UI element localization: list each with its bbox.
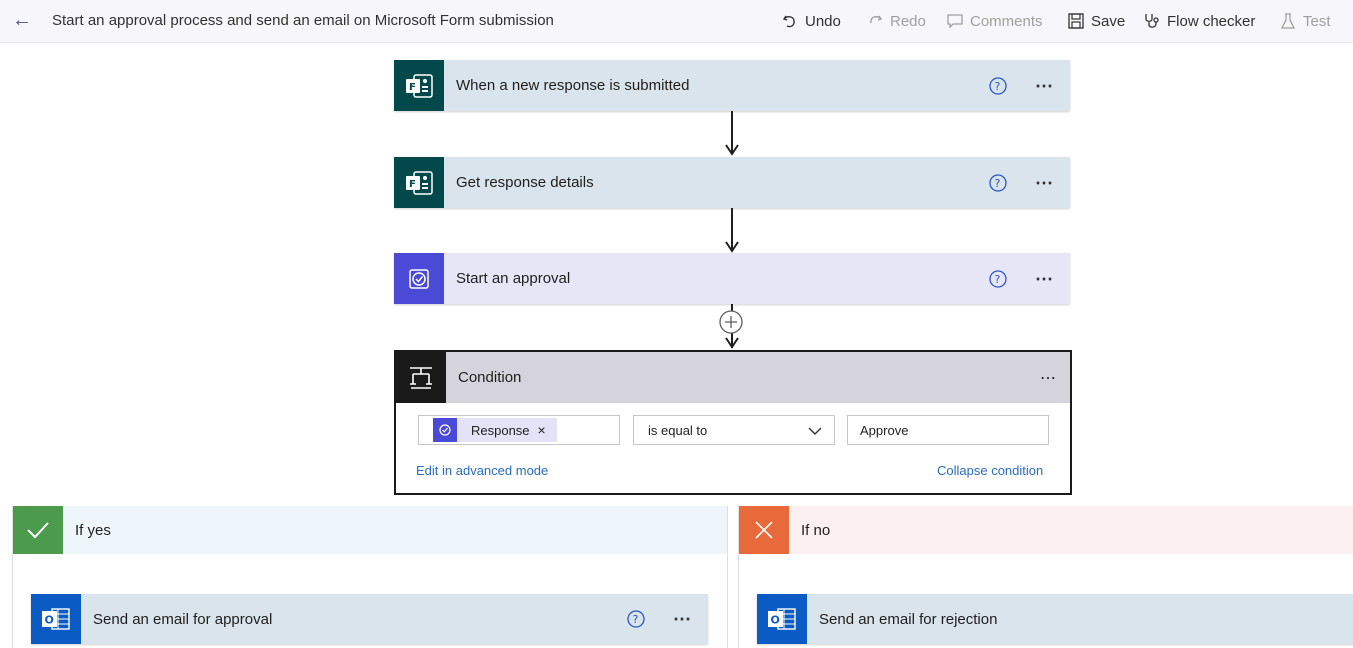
comments-label: Comments — [970, 12, 1043, 30]
save-icon — [1068, 13, 1084, 29]
svg-text:F: F — [409, 179, 416, 190]
collapse-condition-link[interactable]: Collapse condition — [937, 463, 1044, 478]
condition-icon — [396, 352, 446, 403]
flow-checker-button[interactable]: Flow checker — [1143, 11, 1255, 31]
back-arrow-icon[interactable]: ← — [12, 9, 32, 31]
connector-line — [731, 208, 733, 250]
send-rejection-email-card[interactable]: O Send an email for rejection — [757, 594, 1353, 644]
operator-value: is equal to — [648, 423, 708, 438]
help-icon[interactable]: ? — [989, 269, 1007, 288]
token-label: Response — [471, 422, 530, 438]
response-token[interactable]: Response × — [433, 418, 557, 442]
checkmark-icon — [13, 506, 63, 554]
edit-advanced-mode-link[interactable]: Edit in advanced mode — [416, 463, 549, 478]
condition-title: Condition — [458, 369, 522, 386]
beaker-icon — [1280, 13, 1296, 29]
outlook-icon: O — [31, 594, 81, 644]
if-yes-branch: If yes O Send an email for approval ? ⋯ — [12, 506, 728, 648]
more-options-icon[interactable]: ⋯ — [1040, 369, 1056, 387]
svg-text:F: F — [409, 82, 416, 93]
test-label: Test — [1303, 12, 1331, 30]
flow-title: Start an approval process and send an em… — [52, 12, 554, 29]
send-approval-email-label: Send an email for approval — [93, 610, 273, 628]
close-icon — [739, 506, 789, 554]
approval-card[interactable]: Start an approval ? ⋯ — [394, 253, 1070, 304]
toolbar: ← Start an approval process and send an … — [0, 0, 1353, 43]
svg-text:?: ? — [995, 80, 1001, 93]
forms-icon: F — [394, 60, 444, 111]
more-options-icon[interactable]: ⋯ — [1035, 75, 1054, 96]
svg-text:?: ? — [995, 273, 1001, 286]
if-yes-label: If yes — [75, 521, 111, 539]
more-options-icon[interactable]: ⋯ — [1035, 172, 1054, 193]
if-no-branch: If no O Send an email for rejection — [738, 506, 1353, 648]
if-yes-header[interactable]: If yes — [13, 506, 727, 554]
save-button[interactable]: Save — [1067, 11, 1125, 31]
save-label: Save — [1091, 12, 1126, 30]
help-icon[interactable]: ? — [627, 610, 645, 628]
comment-icon — [947, 14, 963, 29]
arrow-down-icon — [725, 241, 739, 253]
if-no-header[interactable]: If no — [739, 506, 1353, 554]
help-icon[interactable]: ? — [989, 173, 1007, 192]
svg-text:?: ? — [633, 613, 639, 626]
condition-value-input[interactable]: Approve — [847, 415, 1049, 445]
undo-icon — [782, 15, 795, 28]
if-no-label: If no — [801, 521, 831, 539]
send-approval-email-card[interactable]: O Send an email for approval ? ⋯ — [31, 594, 708, 644]
get-details-card[interactable]: F Get response details ? ⋯ — [394, 157, 1070, 208]
redo-icon — [870, 15, 883, 24]
outlook-icon: O — [757, 594, 807, 644]
redo-button[interactable]: Redo — [866, 11, 926, 31]
chevron-down-icon — [808, 427, 822, 435]
remove-token-icon[interactable]: × — [537, 422, 546, 438]
redo-label: Redo — [890, 12, 926, 30]
svg-text:O: O — [45, 614, 54, 627]
undo-label: Undo — [805, 12, 841, 30]
svg-text:O: O — [771, 614, 780, 627]
test-button[interactable]: Test — [1279, 11, 1331, 31]
more-options-icon[interactable]: ⋯ — [1035, 268, 1054, 289]
stethoscope-icon — [1145, 14, 1159, 28]
svg-text:?: ? — [995, 177, 1001, 190]
condition-value: Approve — [860, 423, 909, 438]
operator-select[interactable]: is equal to — [633, 415, 835, 445]
send-rejection-email-label: Send an email for rejection — [819, 610, 998, 628]
approval-icon — [394, 253, 444, 304]
approval-icon — [433, 418, 457, 442]
undo-button[interactable]: Undo — [781, 11, 841, 31]
arrow-down-icon — [725, 337, 739, 349]
add-step-icon[interactable] — [718, 309, 744, 335]
condition-left-operand[interactable]: Response × — [418, 415, 620, 445]
condition-header[interactable]: Condition ⋯ — [396, 352, 1070, 403]
flow-checker-label: Flow checker — [1167, 12, 1256, 30]
trigger-card[interactable]: F When a new response is submitted ? ⋯ — [394, 60, 1070, 111]
connector-line — [731, 111, 733, 153]
comments-button[interactable]: Comments — [946, 11, 1043, 31]
forms-icon: F — [394, 157, 444, 208]
more-options-icon[interactable]: ⋯ — [673, 609, 692, 629]
trigger-label: When a new response is submitted — [456, 77, 690, 94]
approval-label: Start an approval — [456, 270, 571, 287]
help-icon[interactable]: ? — [989, 76, 1007, 95]
condition-card[interactable]: Condition ⋯ Response × is equal to Appro… — [394, 350, 1072, 495]
arrow-down-icon — [725, 144, 739, 156]
get-details-label: Get response details — [456, 174, 594, 191]
